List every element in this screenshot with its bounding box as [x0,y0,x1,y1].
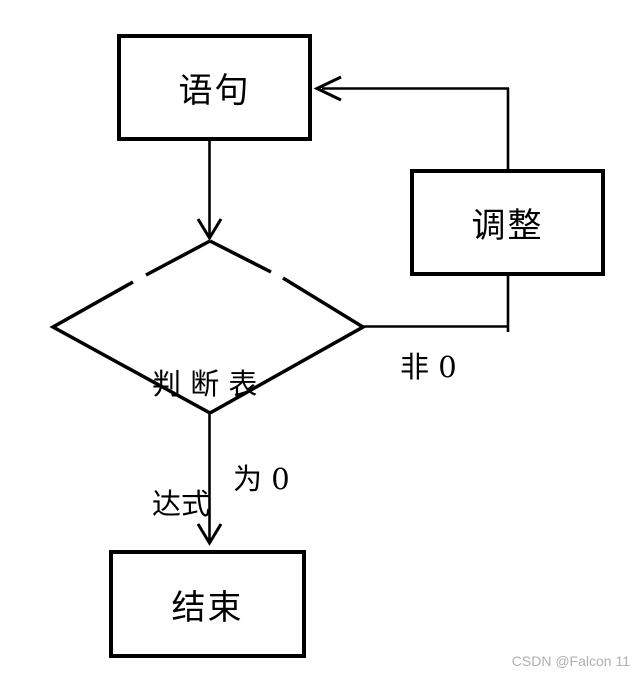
node-end-label: 结束 [171,587,244,628]
edge-adjust-to-statement [313,75,510,170]
arrowhead-left-icon [313,75,342,102]
node-condition-label: 判 断 表 达式 [152,284,257,604]
node-condition-label-line2: 达式 [152,487,211,521]
edge-label-nonzero: 非 0 [400,350,457,384]
edge-statement-to-condition [196,141,223,241]
arrowhead-down-icon [196,218,223,241]
edge-condition-to-adjust [363,275,510,332]
arrowhead-down-icon [196,523,223,546]
edge-condition-to-end [196,413,223,546]
node-statement: 语句 [117,34,312,141]
node-end: 结束 [109,550,306,658]
watermark: CSDN @Falcon 11 [511,653,630,669]
node-statement-label: 语句 [178,71,251,111]
node-condition-label-line1: 判 断 表 [152,367,258,401]
edge-label-zero: 为 0 [233,462,290,496]
node-adjust-label: 调整 [471,206,544,246]
node-adjust: 调整 [410,169,605,276]
